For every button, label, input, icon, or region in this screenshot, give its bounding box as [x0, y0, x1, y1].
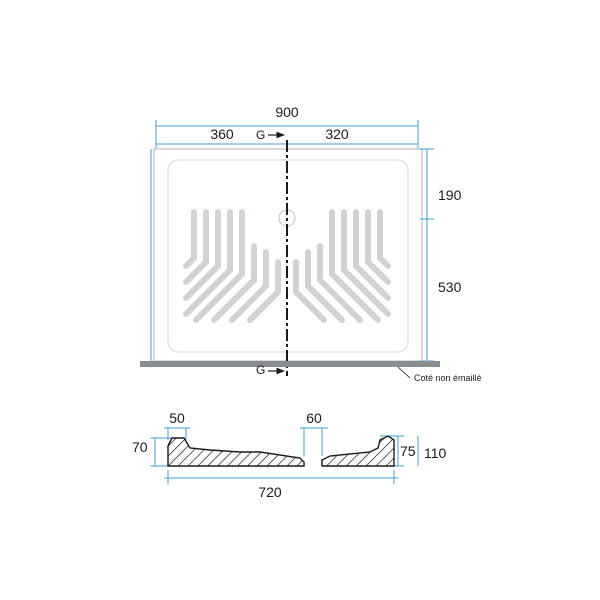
anti-slip-pattern-left [183, 209, 281, 323]
label-left-segment: 360 [210, 126, 234, 142]
label-total-height: 110 [424, 445, 447, 461]
unglazed-side-callout: Coté non émaillé [397, 366, 482, 383]
label-rim-width: 50 [169, 410, 185, 426]
dimension-total-width: 900 [155, 104, 419, 150]
label-section-marker-bottom: G [256, 363, 265, 377]
label-right-top: 190 [438, 187, 462, 203]
section-marker-bottom: G [256, 363, 285, 377]
label-inner-height: 75 [400, 443, 416, 459]
section-profile-right [321, 435, 395, 467]
anti-slip-pattern-right [293, 209, 391, 323]
floor-strip [140, 361, 440, 367]
dimension-right: 190 530 [420, 148, 462, 362]
section-marker-top: G [256, 128, 285, 142]
label-drain-width: 60 [306, 410, 322, 426]
label-unglazed-side: Coté non émaillé [414, 373, 482, 383]
label-right-bottom: 530 [438, 279, 462, 295]
section-profile-left [167, 437, 305, 467]
label-right-segment: 320 [325, 126, 349, 142]
label-left-height: 70 [132, 439, 148, 455]
label-total-width: 900 [275, 104, 299, 120]
top-view: 900 360 320 G [140, 104, 482, 383]
label-base-length: 720 [258, 484, 282, 500]
label-section-marker-top: G [256, 128, 265, 142]
section-view: 50 60 70 75 110 720 [132, 410, 447, 500]
dimension-segments: 360 320 [156, 126, 418, 145]
